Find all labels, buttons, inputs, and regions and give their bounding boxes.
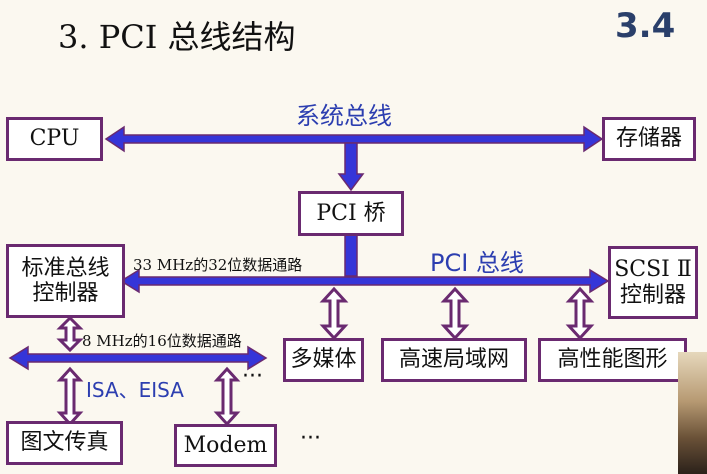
bottom-ellipsis: ··· [300, 426, 321, 451]
pci-datapath-note: 33 MHz的32位数据通路 [133, 256, 303, 274]
cpu-box: CPU [6, 117, 103, 161]
pci-bridge-box: PCI 桥 [298, 191, 404, 236]
system-bus-label: 系统总线 [296, 102, 392, 130]
lan-label: 高速局域网 [398, 347, 509, 373]
scsi-line2: 控制器 [619, 282, 686, 308]
isa-bus-arrow [8, 345, 268, 371]
page-title: 3. PCI 总线结构 [58, 18, 296, 56]
memory-box: 存储器 [602, 117, 696, 161]
scsi-controller-box: SCSI Ⅱ 控制器 [608, 246, 698, 319]
cpu-bridge-arrow [337, 142, 365, 192]
isa-bus-label: ISA、EISA [86, 378, 184, 402]
isa-datapath-note: 8 MHz的16位数据通路 [82, 332, 242, 350]
bridge-pcibus-link [344, 233, 358, 277]
fax-label: 图文传真 [20, 430, 109, 456]
multimedia-box: 多媒体 [283, 338, 364, 382]
multimedia-label: 多媒体 [290, 347, 357, 373]
section-number: 3.4 [615, 6, 676, 46]
modem-box: Modem [174, 424, 277, 467]
fax-box: 图文传真 [6, 421, 123, 465]
std-bus-controller-box: 标准总线 控制器 [6, 244, 125, 318]
cpu-label: CPU [29, 126, 80, 152]
pci-bus-label: PCI 总线 [430, 249, 524, 277]
isa-ellipsis: ··· [242, 364, 263, 389]
scsi-line1: SCSI Ⅱ [614, 257, 692, 283]
memory-label: 存储器 [615, 126, 682, 152]
graphics-label: 高性能图形 [557, 347, 668, 373]
lan-box: 高速局域网 [381, 338, 527, 382]
modem-label: Modem [183, 432, 268, 458]
std-controller-line1: 标准总线 [21, 255, 110, 281]
inset-photo [678, 352, 707, 474]
std-controller-line2: 控制器 [32, 281, 99, 306]
pci-bridge-label: PCI 桥 [316, 200, 386, 226]
graphics-box: 高性能图形 [538, 338, 687, 382]
